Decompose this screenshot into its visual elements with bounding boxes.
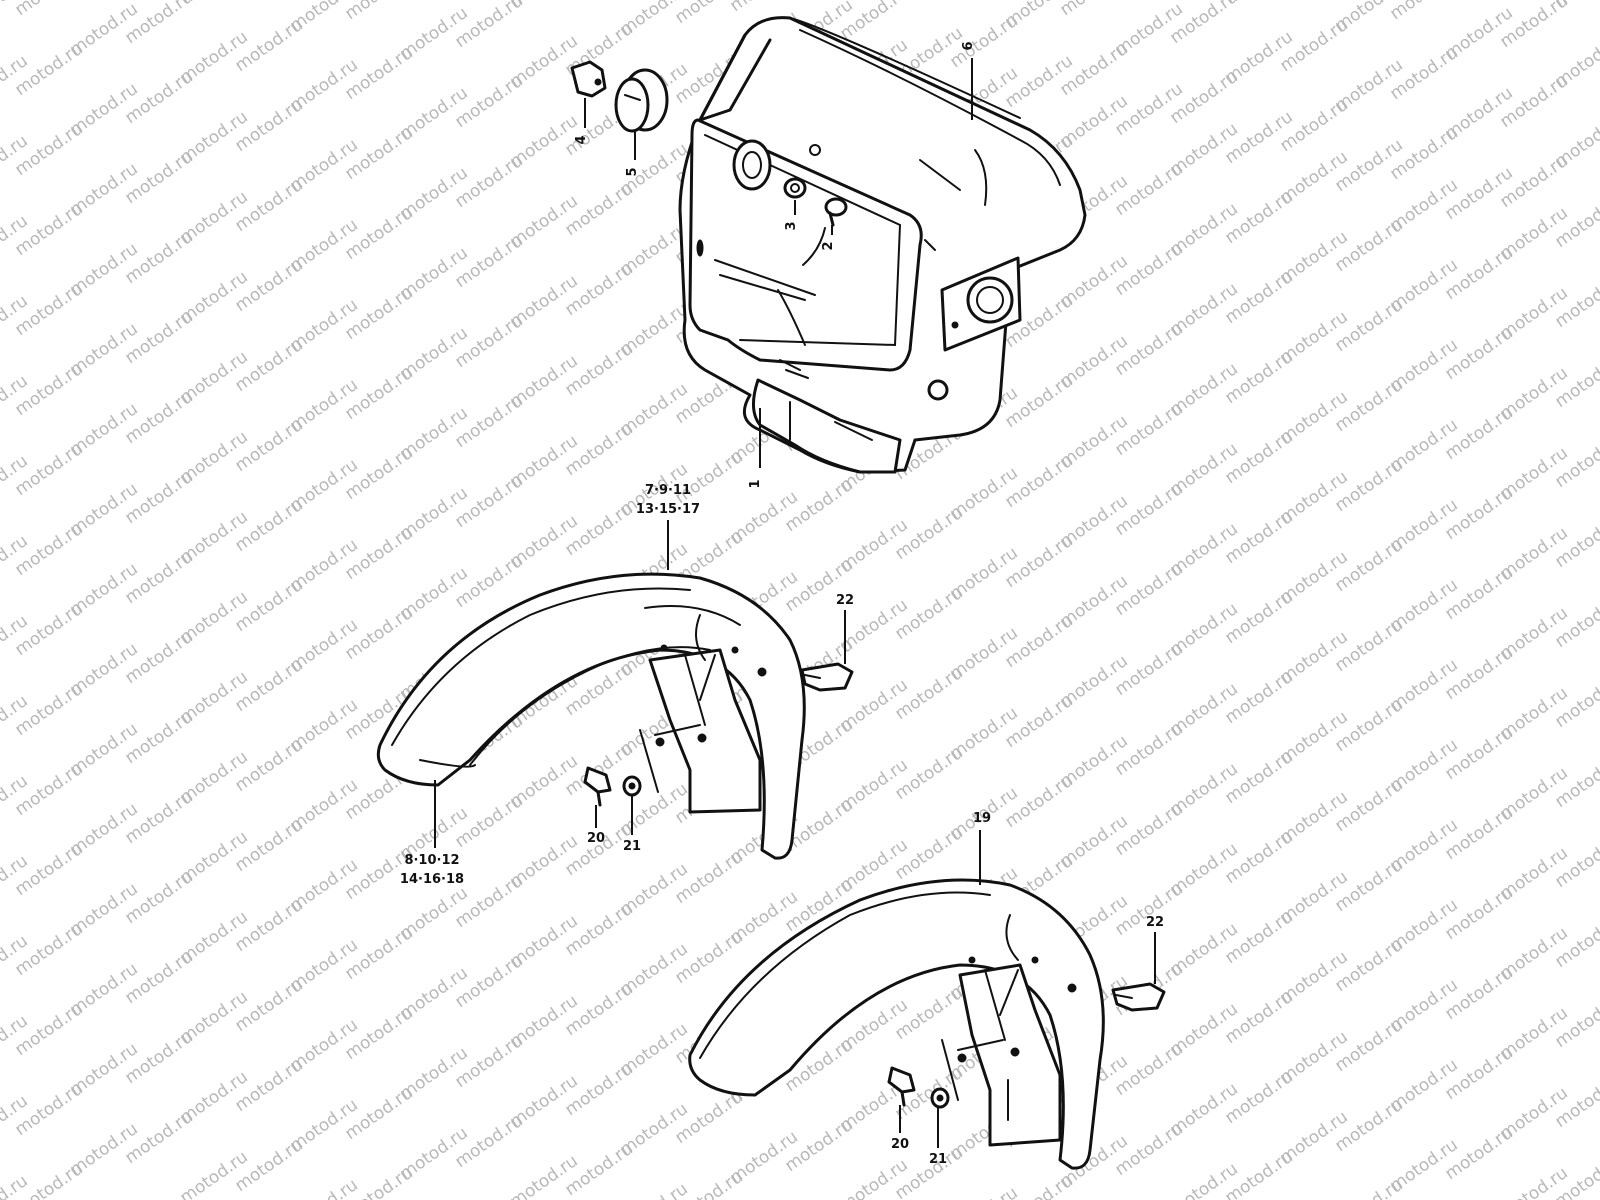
callout-2: 2	[821, 241, 836, 250]
callout-6: 6	[961, 41, 976, 50]
watermark-text: motod.ru	[616, 1179, 691, 1200]
callout-22-upper: 22	[836, 593, 854, 608]
callout-21-upper: 21	[623, 839, 641, 854]
callout-3: 3	[784, 221, 799, 230]
callout-7-line2: 13·15·17	[636, 502, 700, 517]
front-fender-lower	[688, 878, 1105, 1170]
nut-part-4	[570, 60, 607, 98]
callout-21-lower: 21	[929, 1152, 947, 1167]
hardware-upper	[583, 610, 854, 835]
grommet-part-3	[783, 177, 807, 199]
watermark-text: motod.ru	[11, 0, 86, 20]
headlight-housing	[678, 16, 1087, 474]
callout-20-upper: 20	[587, 831, 605, 846]
callout-8-line1: 8·10·12	[404, 853, 459, 868]
callout-7-line1: 7·9·11	[645, 483, 691, 498]
rubber-bush-part-5	[614, 68, 669, 133]
watermark-text: motod.ru	[1386, 0, 1461, 24]
callout-20-lower: 20	[891, 1137, 909, 1152]
watermark-text: motod.ru	[946, 1183, 1021, 1200]
watermark-text: motod.ru	[341, 0, 416, 24]
watermark-text: motod.ru	[1056, 0, 1131, 20]
callout-1: 1	[748, 479, 763, 488]
hardware-lower	[887, 932, 1166, 1148]
fender-leaders	[434, 520, 981, 885]
callout-4: 4	[574, 135, 589, 144]
watermark-text: motod.ru	[1331, 1175, 1406, 1200]
screw-part-2	[824, 197, 848, 227]
callouts: 1 2 3 4 5 6 7·9·11 13·15·17 8·10·12 14·1…	[400, 41, 1164, 1167]
callout-22-lower: 22	[1146, 915, 1164, 930]
callout-19: 19	[973, 811, 991, 826]
housing-leaders	[584, 58, 973, 468]
front-fender-upper	[376, 572, 806, 860]
watermark-text: motod.ru	[286, 1175, 361, 1200]
callout-5: 5	[625, 167, 640, 176]
callout-8-line2: 14·16·18	[400, 872, 464, 887]
